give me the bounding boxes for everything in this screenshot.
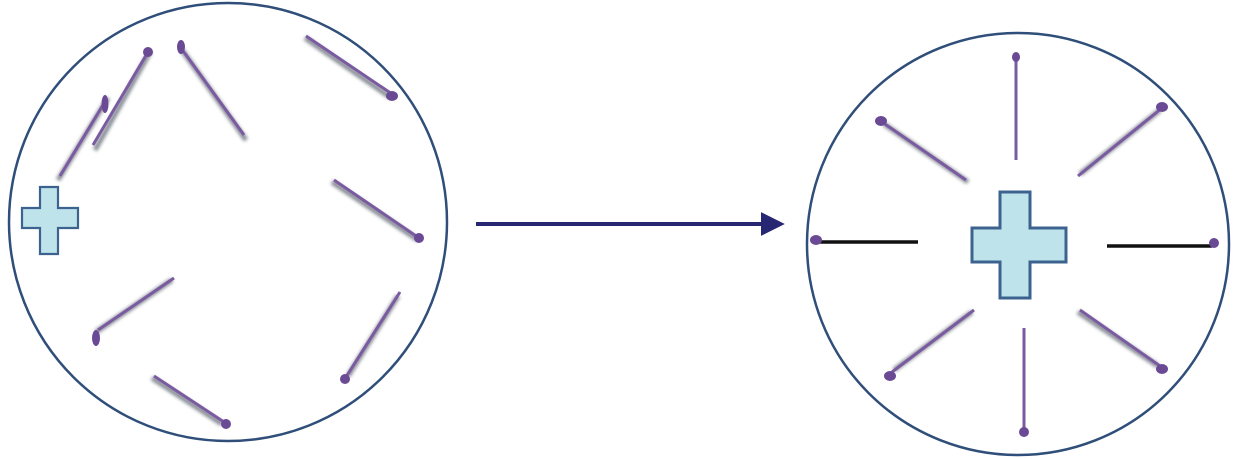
right-cell — [805, 31, 1231, 457]
right-rod-right — [1107, 238, 1219, 248]
right-rod-top-right — [1077, 102, 1168, 178]
right-cross-icon — [970, 190, 1068, 300]
left-cell-boundary — [7, 1, 449, 443]
right-cell-boundary — [805, 31, 1231, 457]
left-rod-1 — [91, 47, 153, 152]
right-rod-left — [810, 235, 918, 245]
right-rod-top — [1012, 52, 1020, 160]
left-rod-6 — [92, 276, 175, 346]
left-cell — [7, 1, 449, 443]
right-rod-top-left — [875, 116, 970, 185]
left-rod-4 — [303, 34, 398, 101]
left-cross-icon — [20, 185, 80, 256]
left-rod-7 — [340, 291, 402, 384]
right-rod-bottom-right — [1076, 308, 1168, 374]
right-rod-bottom — [1019, 328, 1029, 437]
right-rod-bottom-left — [884, 308, 975, 381]
left-rod-8 — [150, 374, 231, 429]
left-rod-3 — [177, 40, 249, 142]
left-rod-5 — [330, 178, 424, 243]
left-rod-2 — [55, 95, 111, 182]
